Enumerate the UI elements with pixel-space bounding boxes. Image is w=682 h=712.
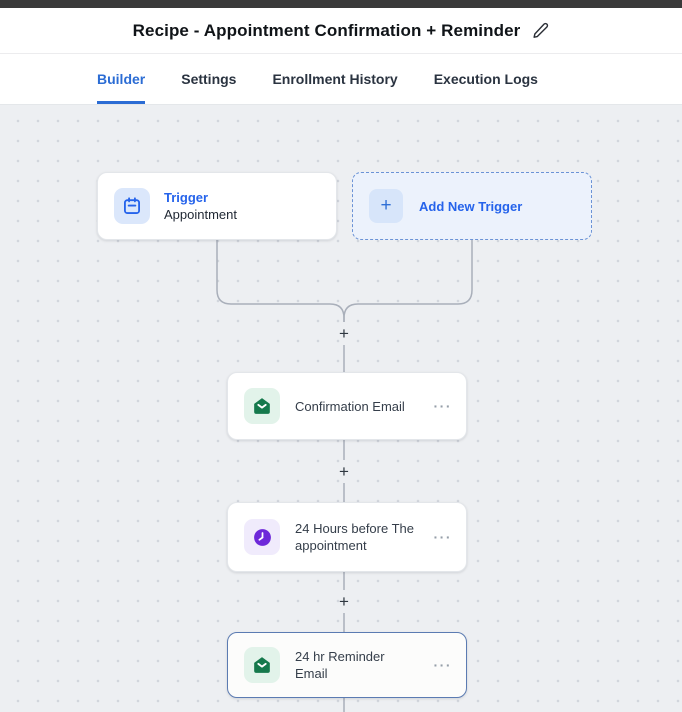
trigger-node-subtitle: Appointment: [164, 207, 237, 222]
workflow-canvas[interactable]: Trigger Appointment + Add New Trigger + …: [0, 105, 682, 712]
action-node-wait-24-hours[interactable]: 24 Hours before The appointment ···: [227, 502, 467, 572]
plus-icon: +: [369, 189, 403, 223]
tab-builder[interactable]: Builder: [97, 54, 146, 104]
node-options-menu[interactable]: ···: [433, 529, 452, 545]
add-new-trigger-label: Add New Trigger: [419, 198, 523, 214]
email-icon: [244, 388, 280, 424]
trigger-node-title: Trigger: [164, 190, 209, 205]
action-node-confirmation-email[interactable]: Confirmation Email ···: [227, 372, 467, 440]
node-label: 24 hr Reminder Email: [295, 649, 385, 681]
trigger-node-appointment[interactable]: Trigger Appointment: [97, 172, 337, 240]
node-label: 24 Hours before The appointment: [295, 521, 414, 553]
email-icon: [244, 647, 280, 683]
calendar-icon: [114, 188, 150, 224]
tab-settings[interactable]: Settings: [181, 70, 237, 87]
add-step-button-3[interactable]: +: [339, 591, 349, 611]
page-title: Recipe - Appointment Confirmation + Remi…: [132, 20, 521, 40]
window-top-strip: [0, 0, 682, 8]
add-step-button-2[interactable]: +: [339, 461, 349, 481]
trigger-node-text: Trigger Appointment: [164, 189, 237, 223]
add-step-button-1[interactable]: +: [339, 323, 349, 343]
node-options-menu[interactable]: ···: [433, 398, 452, 414]
tab-enrollment-history[interactable]: Enrollment History: [272, 70, 398, 87]
tab-execution-logs[interactable]: Execution Logs: [433, 70, 538, 87]
clock-icon: [244, 519, 280, 555]
recipe-header: Recipe - Appointment Confirmation + Remi…: [0, 8, 682, 54]
node-options-menu[interactable]: ···: [433, 657, 452, 673]
add-new-trigger-button[interactable]: + Add New Trigger: [352, 172, 592, 240]
edit-title-pencil-icon[interactable]: [532, 22, 549, 39]
node-label: Confirmation Email: [295, 398, 405, 414]
action-node-24hr-reminder-email[interactable]: 24 hr Reminder Email ···: [227, 632, 467, 698]
recipe-tabbar: Builder Settings Enrollment History Exec…: [0, 54, 682, 105]
